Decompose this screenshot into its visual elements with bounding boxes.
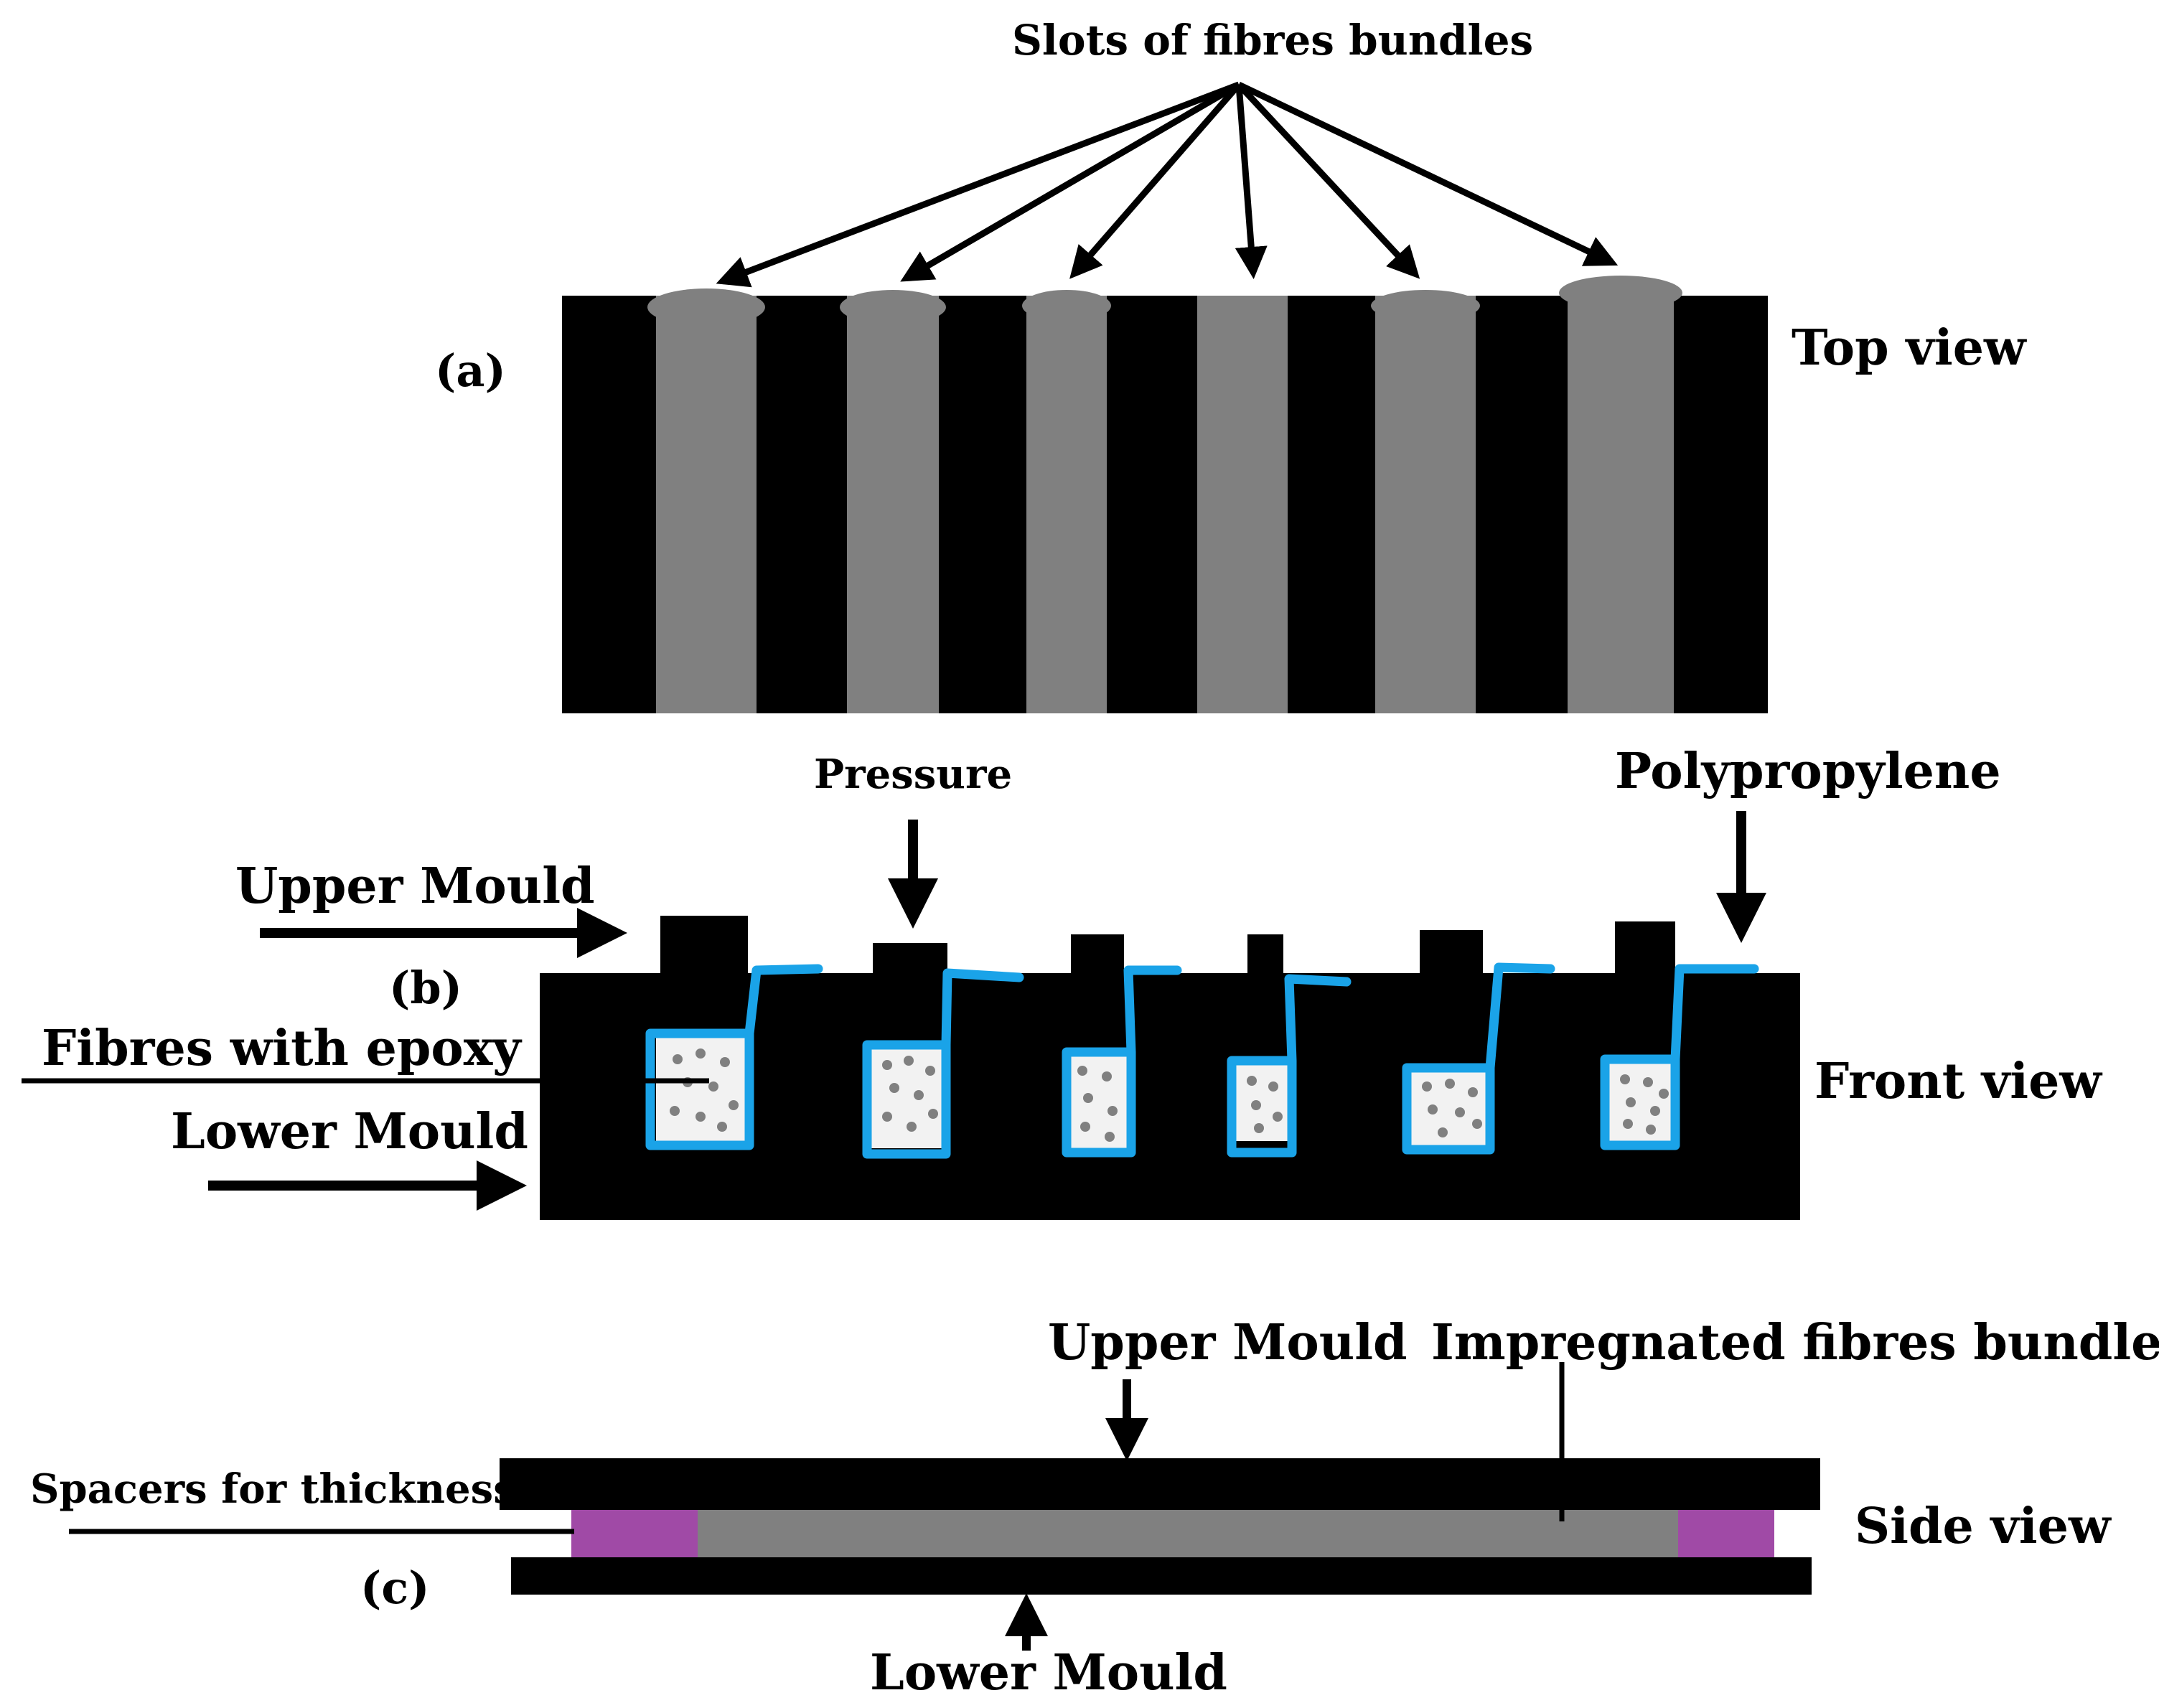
polypropylene-label: Polypropylene [1615,743,2001,800]
spacer-right [1678,1510,1774,1557]
side-view-lower-mould [511,1557,1812,1595]
fibre-slot-1 [656,296,757,713]
pressure-label: Pressure [814,751,1012,798]
panel-a-label: (a) [435,344,506,397]
polypropylene-liners [645,962,1759,1159]
fibre-cavity-6 [1606,1062,1675,1142]
lower-mould-c-label: Lower Mould [870,1644,1227,1702]
top-view-label: Top view [1792,319,2027,377]
side-view-label: Side view [1855,1498,2112,1555]
side-view-fibre-bundle [571,1510,1774,1557]
fibre-slot-6 [1568,296,1674,713]
side-view-arrows [1005,1379,1148,1651]
fibre-dots [670,1048,1669,1142]
front-view-panel: Pressure Polypropylene Upper Mould (b) F… [22,743,2102,1220]
fibre-cavity-3 [1067,1055,1128,1151]
panel-b-label: (b) [389,962,462,1014]
top-view-mould [562,296,1768,713]
fibre-slot-3 [1026,296,1107,713]
lower-mould-b-label: Lower Mould [171,1103,528,1160]
top-view-panel: Slots of fibres bundles (a) Top view [435,16,2027,713]
spacers-label: Spacers for thickness [30,1465,516,1513]
fibre-slot-4 [1197,296,1288,713]
side-view-panel: Upper Mould Impregnated fibres bundles S… [30,1314,2159,1702]
impregnated-label: Impregnated fibres bundles [1431,1314,2159,1371]
slots-label: Slots of fibres bundles [1012,16,1533,65]
front-view-arrows [208,811,1766,1211]
fibre-slot-2 [847,296,939,713]
slot-arrows [716,81,1619,288]
spacer-left [571,1510,698,1557]
side-view-upper-mould [500,1458,1820,1510]
front-view-label: Front view [1814,1053,2102,1110]
upper-mould-b-label: Upper Mould [235,858,595,915]
fibre-slot-5 [1375,296,1476,713]
fibres-epoxy-label: Fibres with epoxy [42,1020,523,1077]
panel-c-label: (c) [360,1562,429,1614]
upper-mould-c-label: Upper Mould [1048,1314,1408,1371]
